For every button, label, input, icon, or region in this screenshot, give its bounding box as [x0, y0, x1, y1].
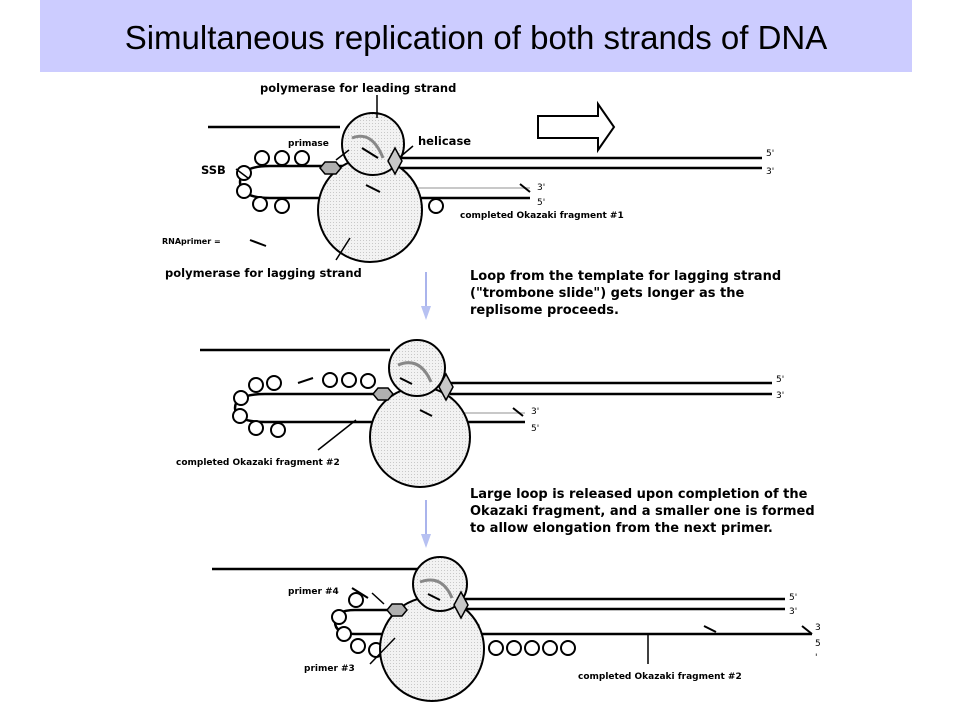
label-primase: primase — [288, 139, 329, 149]
note-1-line-2: ("trombone slide") gets longer as the — [470, 286, 744, 301]
label-3prime-top-2: 3' — [776, 391, 784, 401]
primase-icon — [319, 161, 342, 175]
note-2-line-1: Large loop is released upon completion o… — [470, 487, 808, 502]
label-3prime-top-3: 3' — [789, 607, 797, 617]
note-1-line-3: replisome proceeds. — [470, 303, 619, 318]
panel-3: primer #4 primer #3 5' 3' 3 5 ' complete… — [212, 556, 821, 702]
label-rna-primer: RNAprimer = — [162, 237, 221, 246]
label-okazaki-2: completed Okazaki fragment #2 — [176, 458, 340, 468]
ssb-proteins — [236, 150, 444, 214]
label-3-right: 3 — [815, 623, 821, 633]
label-3prime-frag: 3' — [537, 183, 545, 193]
label-helicase: helicase — [418, 134, 471, 148]
label-okazaki-1: completed Okazaki fragment #1 — [460, 211, 624, 221]
label-ssb: SSB — [201, 163, 226, 177]
note-2-line-3: to allow elongation from the next primer… — [470, 521, 773, 536]
helicase-icon — [387, 146, 403, 176]
note-2-line-2: Okazaki fragment, and a smaller one is f… — [470, 504, 815, 519]
label-polymerase-lagging: polymerase for lagging strand — [165, 266, 362, 280]
label-5prime-frag-2: 5' — [531, 424, 539, 434]
label-5prime-top-3: 5' — [789, 593, 797, 603]
flow-arrow-1 — [421, 272, 431, 320]
note-1-line-1: Loop from the template for lagging stran… — [470, 269, 781, 284]
panel-1: polymerase for leading strand primase he… — [162, 81, 774, 280]
label-5-right: 5 — [815, 639, 821, 649]
slide-title: Simultaneous replication of both strands… — [124, 19, 828, 56]
label-5prime-top: 5' — [766, 149, 774, 159]
label-5prime-frag: 5' — [537, 198, 545, 208]
label-primer-3: primer #3 — [304, 664, 355, 674]
panel-2: 5' 3' 3' 5' completed Okazaki fragment #… — [176, 339, 784, 488]
label-primer-4: primer #4 — [288, 587, 339, 597]
label-okazaki-2b: completed Okazaki fragment #2 — [578, 672, 742, 682]
label-3prime-frag-2: 3' — [531, 407, 539, 417]
note-2: Large loop is released upon completion o… — [470, 487, 815, 536]
label-end-dot: ' — [815, 653, 817, 663]
label-3prime-top: 3' — [766, 167, 774, 177]
direction-arrow — [537, 100, 616, 154]
title-bar: Simultaneous replication of both strands… — [40, 0, 912, 72]
note-1: Loop from the template for lagging stran… — [470, 269, 781, 318]
label-polymerase-leading: polymerase for leading strand — [260, 81, 456, 95]
label-5prime-top-2: 5' — [776, 375, 784, 385]
flow-arrow-2 — [421, 500, 431, 548]
